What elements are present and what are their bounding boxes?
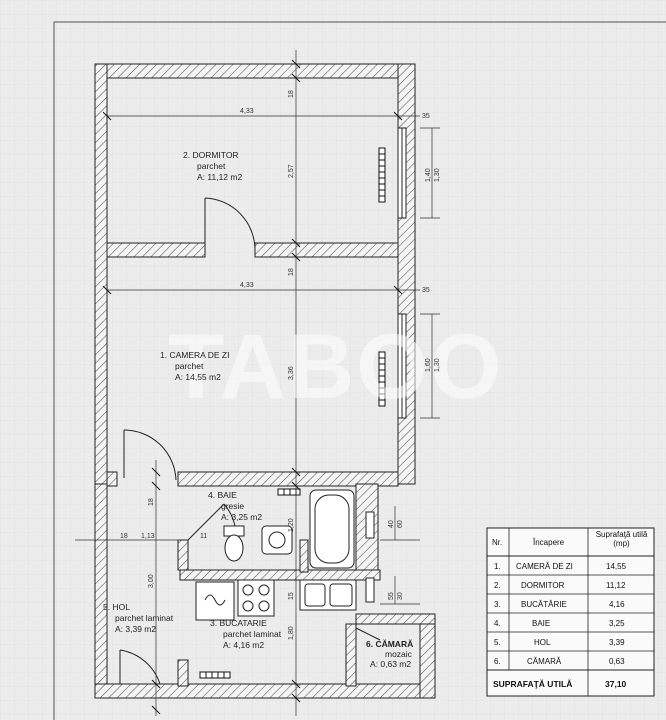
svg-text:1,60: 1,60 <box>425 358 432 372</box>
svg-text:1,13: 1,13 <box>141 533 155 540</box>
svg-text:4. BAIE: 4. BAIE <box>208 490 237 500</box>
svg-text:mozaic: mozaic <box>385 649 413 659</box>
svg-text:BUCĂTĂRIE: BUCĂTĂRIE <box>521 600 567 609</box>
surface-table: Nr. Încapere Suprafaţă utilă (mp) 1. CAM… <box>486 527 655 697</box>
table-total-value: 37,10 <box>605 679 627 689</box>
windows <box>365 127 407 603</box>
doors <box>119 197 381 685</box>
svg-text:55: 55 <box>388 592 395 600</box>
svg-text:A: 11,12 m2: A: 11,12 m2 <box>197 172 242 182</box>
svg-text:4,33: 4,33 <box>240 282 254 289</box>
svg-text:35: 35 <box>422 287 430 294</box>
svg-text:2,57: 2,57 <box>288 164 295 178</box>
table-row: 2. DORMITOR 11,12 <box>494 581 626 590</box>
svg-text:A: 14,55 m2: A: 14,55 m2 <box>175 372 221 382</box>
table-header-surface: Suprafaţă utilă (mp) <box>595 530 648 548</box>
svg-text:3. BUCATARIE: 3. BUCATARIE <box>210 618 267 628</box>
svg-text:35: 35 <box>422 113 430 120</box>
svg-text:2.: 2. <box>494 581 501 590</box>
svg-text:parchet laminat: parchet laminat <box>115 613 174 623</box>
svg-text:CAMERĂ DE ZI: CAMERĂ DE ZI <box>516 562 573 571</box>
svg-text:5. HOL: 5. HOL <box>103 602 130 612</box>
dimension-labels: 4,33 4,33 35 35 18 2,57 18 3,36 1,40 1,3… <box>120 90 441 640</box>
svg-text:1,80: 1,80 <box>288 626 295 640</box>
svg-text:1,30: 1,30 <box>434 358 441 372</box>
room-label-dormitor: 2. DORMITOR parchet A: 11,12 m2 <box>183 150 242 182</box>
watermark: TABOO <box>168 316 503 418</box>
svg-text:3.: 3. <box>494 600 501 609</box>
table-row: 4. BAIE 3,25 <box>494 619 625 628</box>
room-label-camara: 6. CĂMARĂ mozaic A: 0,63 m2 <box>366 639 413 669</box>
svg-text:2. DORMITOR: 2. DORMITOR <box>183 150 239 160</box>
svg-text:HOL: HOL <box>534 638 551 647</box>
page-frame <box>53 21 666 720</box>
svg-text:11: 11 <box>200 533 207 540</box>
svg-text:18: 18 <box>288 268 295 276</box>
svg-text:4.: 4. <box>494 619 501 628</box>
svg-text:3,25: 3,25 <box>609 619 625 628</box>
dimension-ticks <box>102 59 403 715</box>
table-total-label: SUPRAFAŢĂ UTILĂ <box>493 679 572 689</box>
svg-text:A: 3,25 m2: A: 3,25 m2 <box>221 512 262 522</box>
svg-text:6.: 6. <box>494 657 501 666</box>
svg-text:A: 3,39 m2: A: 3,39 m2 <box>115 624 156 634</box>
svg-text:14,55: 14,55 <box>606 562 627 571</box>
svg-text:1. CAMERA DE ZI: 1. CAMERA DE ZI <box>160 350 229 360</box>
svg-text:3,39: 3,39 <box>609 638 625 647</box>
svg-text:1,40: 1,40 <box>425 168 432 182</box>
svg-text:18: 18 <box>120 533 128 540</box>
table-row: 6. CĂMARĂ 0,63 <box>494 657 625 666</box>
svg-text:parchet: parchet <box>197 161 226 171</box>
table-row: 5. HOL 3,39 <box>494 638 625 647</box>
stove <box>237 579 275 617</box>
svg-text:0,63: 0,63 <box>609 657 625 666</box>
svg-text:1,30: 1,30 <box>434 168 441 182</box>
svg-text:18: 18 <box>288 90 295 98</box>
svg-text:18: 18 <box>148 498 155 506</box>
room-label-bucatarie: 3. BUCATARIE parchet laminat A: 4,16 m2 <box>210 618 282 650</box>
svg-text:11,12: 11,12 <box>606 581 626 590</box>
svg-text:1.: 1. <box>494 562 501 571</box>
fixtures <box>195 489 357 621</box>
svg-text:CĂMARĂ: CĂMARĂ <box>527 657 562 666</box>
svg-text:1,20: 1,20 <box>288 518 295 532</box>
room-label-baie: 4. BAIE gresie A: 3,25 m2 <box>208 490 262 522</box>
svg-text:3,36: 3,36 <box>288 366 295 380</box>
svg-text:4,16: 4,16 <box>609 600 625 609</box>
svg-text:5.: 5. <box>494 638 501 647</box>
svg-text:3,00: 3,00 <box>148 574 155 588</box>
svg-text:A: 4,16 m2: A: 4,16 m2 <box>223 640 264 650</box>
svg-text:30: 30 <box>397 592 404 600</box>
radiators <box>199 147 386 679</box>
svg-text:15: 15 <box>288 592 295 600</box>
svg-text:6. CĂMARĂ: 6. CĂMARĂ <box>366 639 413 649</box>
svg-text:4,33: 4,33 <box>240 108 254 115</box>
table-row: 1. CAMERĂ DE ZI 14,55 <box>494 562 627 571</box>
table-header-room: Încapere <box>532 538 565 547</box>
dimension-lines <box>75 50 440 716</box>
room-label-hol: 5. HOL parchet laminat A: 3,39 m2 <box>103 602 174 634</box>
svg-text:60: 60 <box>397 520 404 528</box>
room-label-camera-de-zi: 1. CAMERA DE ZI parchet A: 14,55 m2 <box>160 350 229 382</box>
svg-text:parchet: parchet <box>175 361 204 371</box>
svg-text:40: 40 <box>388 520 395 528</box>
svg-text:A: 0,63 m2: A: 0,63 m2 <box>370 659 411 669</box>
svg-text:gresie: gresie <box>221 501 244 511</box>
table-row: 3. BUCĂTĂRIE 4,16 <box>494 600 625 609</box>
table-header-nr: Nr. <box>492 538 502 547</box>
svg-text:BAIE: BAIE <box>532 619 550 628</box>
svg-text:parchet laminat: parchet laminat <box>223 629 282 639</box>
svg-text:DORMITOR: DORMITOR <box>521 581 565 590</box>
